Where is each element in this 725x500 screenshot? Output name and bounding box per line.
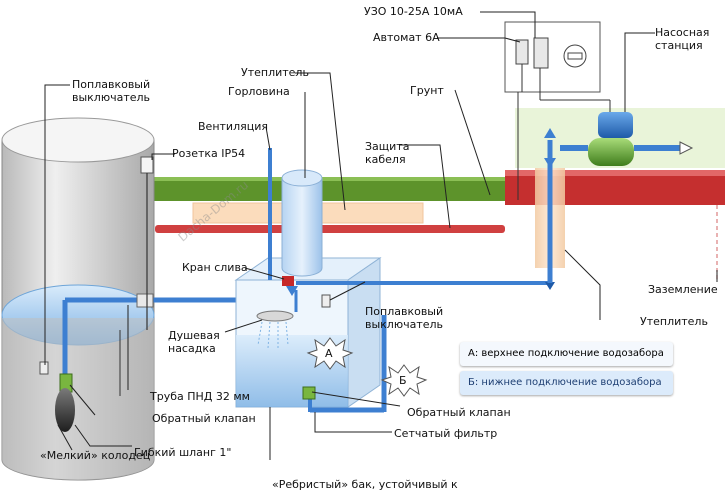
label-insulation-top: Утеплитель (241, 66, 309, 79)
neck-cylinder (281, 178, 323, 277)
well-top (1, 117, 155, 163)
marker-a-star (306, 337, 354, 370)
submersible-pump (55, 388, 75, 432)
socket-box (140, 156, 154, 174)
marker-a-label: А (325, 347, 333, 360)
label-check-valve-tank: Обратный клапан (407, 406, 511, 419)
label-pump-station: Насосная станция (655, 26, 710, 52)
tank-float (321, 294, 331, 308)
label-ventilation: Вентиляция (198, 120, 268, 133)
label-grounding: Заземление (648, 283, 718, 296)
leader-lines (44, 11, 718, 460)
label-neck: Горловина (228, 85, 290, 98)
label-ground: Грунт (410, 84, 444, 97)
uzo-breaker (533, 37, 549, 69)
label-flex-hose: Гибкий шланг 1" (134, 446, 232, 459)
marker-b-label: Б (399, 374, 407, 387)
shower-head (256, 310, 294, 322)
drain-valve (282, 276, 294, 286)
label-float-switch-well: Поплавковый выключатель (72, 78, 151, 104)
label-shallow-well: «Мелкий» колодец (40, 449, 151, 462)
label-uzo: УЗО 10-25А 10мА (364, 5, 463, 18)
label-float-switch-tank: Поплавковый выключатель (365, 305, 444, 331)
pump-motor (588, 138, 634, 166)
pump-tank (598, 112, 633, 138)
label-shower-head: Душевая насадка (168, 329, 220, 355)
label-pipe: Труба ПНД 32 мм (150, 390, 250, 403)
label-socket: Розетка IP54 (172, 147, 246, 160)
tank-side (347, 257, 381, 408)
marker-b-star (380, 364, 428, 397)
label-mesh-filter: Сетчатый фильтр (394, 427, 498, 440)
label-automat: Автомат 6А (373, 31, 440, 44)
label-drain-valve: Кран слива (182, 261, 248, 274)
label-tank: «Ребристый» бак, устойчивый к (272, 478, 458, 491)
cable-protection-pipe (155, 225, 505, 233)
label-check-valve-well: Обратный клапан (152, 412, 256, 425)
label-insulation-right: Утеплитель (640, 315, 708, 328)
automat-breaker (515, 39, 529, 65)
well-coupling (136, 293, 154, 308)
legend-b: Б: нижнее подключение водозабора (460, 371, 673, 395)
label-cable-protection: Защита кабеля (365, 140, 410, 166)
legend-a: А: верхнее подключение водозабора (460, 342, 673, 366)
